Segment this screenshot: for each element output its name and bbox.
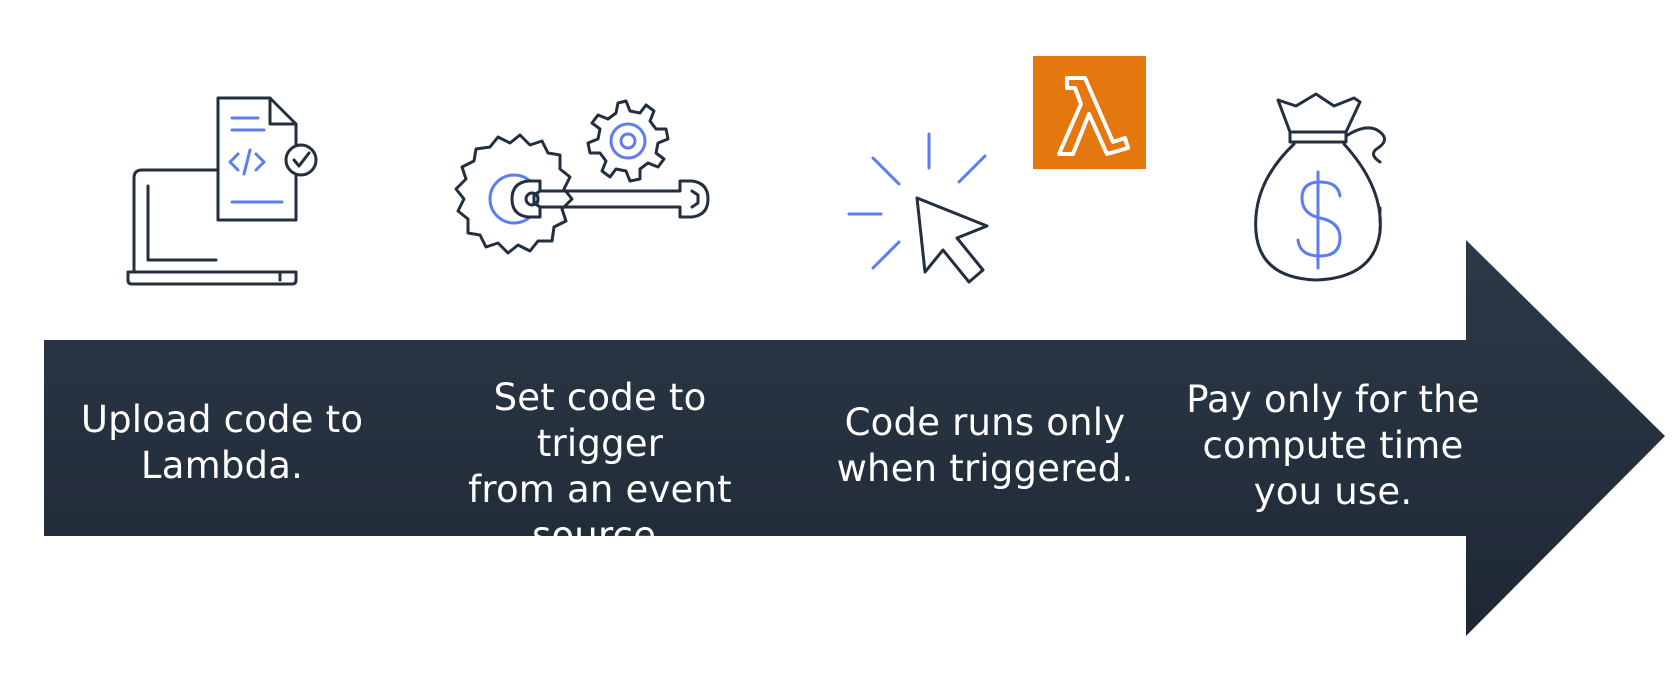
step-run-text: Code runs only when triggered. <box>836 401 1134 490</box>
step-pay-text: Pay only for the compute time you use. <box>1186 378 1480 513</box>
aws-lambda-icon <box>1033 56 1146 169</box>
step-upload-text: Upload code to Lambda. <box>80 398 364 487</box>
laptop-code-document-icon <box>126 96 318 286</box>
gears-wrench-icon <box>454 99 710 255</box>
step-trigger-text: Set code to trigger from an event source… <box>468 376 732 557</box>
cursor-click-icon <box>847 132 989 284</box>
money-bag-icon <box>1254 92 1386 282</box>
